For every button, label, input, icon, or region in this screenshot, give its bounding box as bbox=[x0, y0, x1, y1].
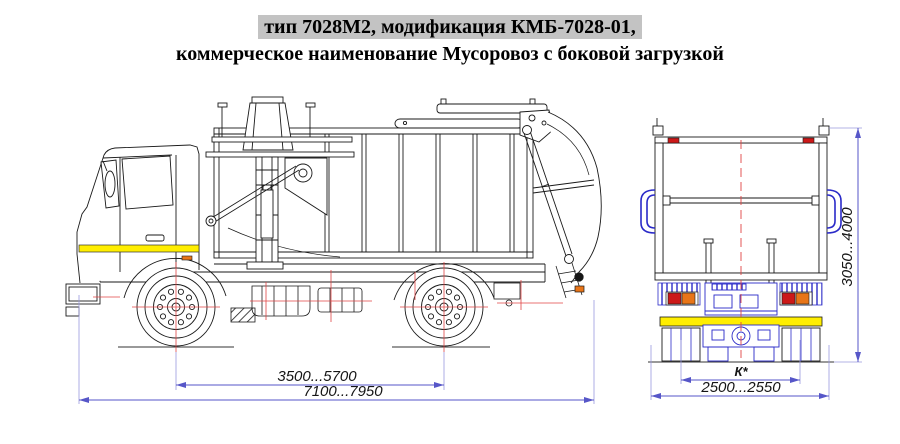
mirror bbox=[104, 170, 116, 198]
loader-arm bbox=[205, 157, 328, 227]
dimension-overall-height: 3050...4000 bbox=[839, 128, 861, 362]
tail-light-right-red bbox=[781, 292, 796, 305]
rear-wheel-arch bbox=[393, 263, 495, 301]
overall-height-label: 3050...4000 bbox=[839, 207, 856, 287]
drawing-title: тип 7028М2, модификация КМБ-7028-01, ком… bbox=[0, 14, 900, 68]
dimension-overall-width: 2500...2550 bbox=[651, 379, 829, 399]
hopper-curve bbox=[227, 227, 341, 258]
tail-light-right-orange bbox=[795, 292, 810, 305]
rear-wheel-lugs bbox=[424, 288, 464, 326]
centerlines-side bbox=[93, 262, 563, 352]
rear-view: 3050...4000 К* 2500...2550 bbox=[640, 118, 862, 400]
cab bbox=[65, 144, 227, 317]
rear-corner-pins bbox=[652, 118, 830, 136]
extension-lines-side bbox=[78, 295, 595, 404]
tool-box bbox=[317, 287, 363, 313]
marker-light-left bbox=[667, 137, 680, 144]
rear-marker-light bbox=[574, 285, 585, 293]
loader-mast bbox=[246, 156, 284, 270]
overall-width-label: 2500...2550 bbox=[700, 379, 781, 396]
body-top-cylinder bbox=[394, 98, 554, 143]
rear-body bbox=[640, 118, 842, 313]
door-handle bbox=[145, 234, 165, 242]
wheelbase-label: 3500...5700 bbox=[277, 368, 357, 385]
extension-lines-rear bbox=[650, 127, 862, 400]
tail-light-left-red bbox=[667, 292, 682, 305]
loader-mechanism bbox=[205, 96, 355, 270]
tail-light-left-orange bbox=[681, 292, 696, 305]
cab-door-window bbox=[121, 155, 174, 210]
front-wheel-arch bbox=[123, 257, 227, 299]
cab-step bbox=[65, 283, 101, 317]
marker-light-right bbox=[802, 137, 815, 144]
title-line1-wrap: тип 7028М2, модификация КМБ-7028-01, bbox=[0, 14, 900, 41]
title-line1: тип 7028М2, модификация КМБ-7028-01, bbox=[258, 15, 642, 39]
side-view: 3500...5700 7100...7950 bbox=[65, 96, 602, 404]
track-label: К* bbox=[734, 364, 748, 379]
title-line2: коммерческое наименование Мусоровоз с бо… bbox=[176, 43, 724, 65]
side-view-dimensions: 3500...5700 7100...7950 bbox=[78, 295, 595, 404]
tailgate bbox=[522, 111, 602, 299]
hatched-block bbox=[230, 307, 256, 323]
dimension-track: К* bbox=[681, 364, 800, 383]
side-grab-handles bbox=[640, 189, 842, 234]
rear-hook bbox=[574, 272, 584, 282]
side-repeater bbox=[181, 255, 193, 261]
dimension-wheelbase: 3500...5700 bbox=[176, 368, 444, 388]
yellow-stripe bbox=[78, 244, 200, 253]
rear-bumper bbox=[657, 282, 823, 327]
rear-view-dimensions: 3050...4000 К* 2500...2550 bbox=[650, 127, 862, 400]
front-wheel-lugs bbox=[156, 288, 196, 326]
dimension-overall-length: 7100...7950 bbox=[79, 383, 594, 403]
rear-undercarriage bbox=[648, 324, 834, 363]
overall-length-label: 7100...7950 bbox=[303, 383, 383, 400]
tailgate-cylinder bbox=[522, 125, 574, 264]
